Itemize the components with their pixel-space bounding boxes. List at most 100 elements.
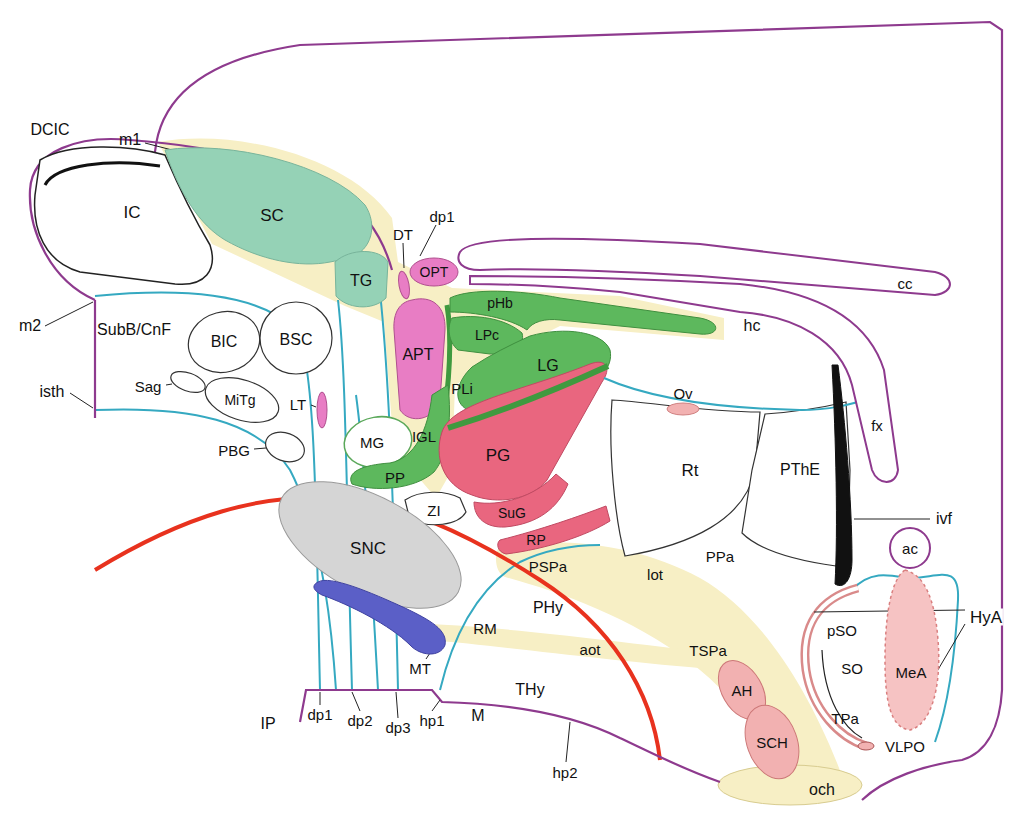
region-name: SCH [756, 735, 788, 750]
region-label: IP [259, 716, 276, 732]
brain-region: PP [346, 382, 454, 496]
region-shape [434, 355, 616, 510]
leader-line [70, 393, 93, 408]
outlines [30, 22, 1002, 800]
leader-line [566, 722, 570, 762]
region-name: fx [871, 418, 883, 433]
leader-line [432, 700, 440, 711]
region-shape [880, 565, 945, 735]
region-label: m2 [18, 318, 42, 334]
region-outline [470, 276, 898, 482]
brain-region: fx [465, 270, 905, 490]
region-shape [465, 270, 905, 490]
base-outline [300, 690, 720, 782]
region-outline [885, 570, 939, 730]
region-label: TPa [830, 711, 860, 726]
region-name: BSC [280, 332, 313, 348]
region-label: PLi [450, 381, 474, 396]
region-outline [410, 258, 458, 286]
brain-region: SC [158, 136, 382, 270]
region-name: ZI [427, 503, 440, 518]
region-label: TSPa [688, 643, 728, 658]
brain-region: PThE [600, 360, 875, 595]
region-name: IC [124, 204, 141, 221]
brain-region: TG [328, 244, 394, 316]
leader-line [145, 143, 172, 150]
region-label: lot [646, 567, 664, 582]
brain-region: Rt [605, 396, 763, 561]
region-name: cc [898, 276, 913, 291]
region-outline [314, 580, 445, 654]
region-name: SNC [350, 540, 386, 557]
region-label: HyA [969, 609, 1003, 626]
region-outline [611, 400, 760, 556]
region-name: RP [526, 533, 545, 547]
region-outline [667, 403, 699, 415]
region-outline [45, 163, 160, 185]
region-shape [605, 396, 763, 561]
dt-nucleus [397, 270, 412, 299]
region-label: THy [514, 682, 545, 698]
region-outline [832, 365, 852, 586]
leader-line [254, 448, 266, 449]
leader-line [320, 692, 321, 705]
region-name: Rt [682, 462, 699, 479]
region-outline [165, 148, 372, 264]
region-label: PHy [532, 600, 564, 616]
region-name: ac [902, 541, 918, 556]
region-label: dp1 [428, 209, 455, 224]
region-outline [742, 402, 850, 566]
region-label: PSPa [528, 559, 568, 574]
region-outline [260, 302, 332, 374]
region-label: LT [289, 397, 307, 412]
region-outline [474, 474, 568, 527]
region-name: PThE [780, 462, 820, 478]
leader-line [311, 405, 316, 407]
region-shape [470, 470, 572, 532]
region-outline [604, 378, 870, 410]
region-name: MG [360, 435, 384, 450]
leader-line [45, 302, 93, 326]
base-outline [862, 690, 1002, 800]
region-label: VLPO [884, 739, 926, 754]
region-label: IGL [411, 429, 437, 444]
region-outline [498, 506, 610, 554]
region-outline [351, 385, 450, 488]
region-label: PPa [705, 549, 735, 564]
region-label: dp3 [384, 720, 411, 735]
region-label: M [470, 708, 485, 724]
region-label: dp2 [346, 713, 373, 728]
region-name: MeA [896, 665, 927, 680]
brain-region: MeA [880, 565, 945, 735]
region-label: Ov [672, 386, 693, 401]
brain-region: MiTg [200, 376, 284, 424]
left-edge [94, 300, 96, 418]
region-shape [600, 360, 875, 595]
region-label: SO [840, 661, 864, 676]
region-label: Sag [134, 379, 163, 394]
leader-line [403, 243, 404, 268]
leader-line [420, 225, 436, 256]
region-label: och [808, 782, 836, 798]
brain-region: SuG [470, 470, 572, 532]
region-outline [890, 528, 930, 568]
region-label: hc [743, 318, 762, 334]
brain-region: SCH [742, 700, 804, 785]
region-name: APT [402, 347, 433, 363]
region-label: SubB/CnF [96, 322, 172, 338]
region-label: MT [408, 661, 432, 676]
brain-region: PG [434, 355, 616, 510]
region-name: SuG [498, 506, 526, 520]
region-name: OPT [420, 265, 449, 279]
region-shape [158, 136, 382, 270]
region-name: AH [732, 683, 753, 698]
region-outline [335, 252, 388, 307]
brain-region: OPT [408, 256, 460, 288]
brain-region: BSC [258, 300, 334, 376]
leader-line [352, 692, 360, 711]
region-name: MiTg [224, 393, 255, 407]
brain-region: ac [888, 526, 932, 570]
region-outline [439, 362, 607, 500]
